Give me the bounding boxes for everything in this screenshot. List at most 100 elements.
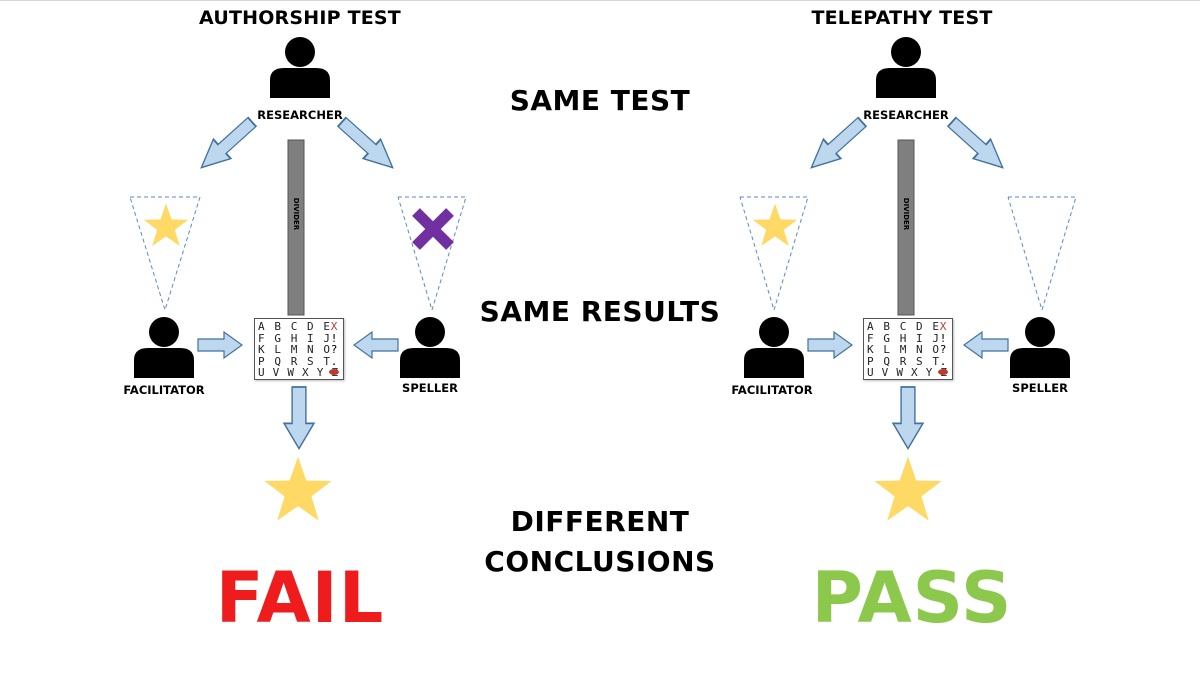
letter-cell: V xyxy=(881,366,889,379)
right-letter-board: ABCDEFGHIJKLMNOPQRSTUVWXYZ X!?. xyxy=(863,318,953,380)
letter-cell: X xyxy=(911,366,918,379)
letter-cell: K xyxy=(867,343,874,356)
left-speller-label: SPELLER xyxy=(402,381,458,395)
letter-cell: X xyxy=(302,366,309,379)
letter-cell: W xyxy=(287,366,294,379)
left-result-star-icon xyxy=(264,456,332,521)
right-divider-label: DIVIDER xyxy=(902,197,910,231)
letter-board-side: X!?. xyxy=(938,321,948,375)
letter-cell: L xyxy=(883,343,890,356)
letter-cell: G xyxy=(883,331,890,345)
right-facilitator-view-cone xyxy=(739,196,809,312)
right-divider xyxy=(897,139,915,316)
letter-cell: H xyxy=(899,331,907,345)
letter-cell: F xyxy=(867,331,874,345)
letter-cell: U xyxy=(258,366,265,379)
letter-cell: Q xyxy=(274,354,281,368)
letter-side-cell: X xyxy=(939,320,947,333)
right-verdict: PASS xyxy=(811,557,1013,639)
letter-side-cell: ! xyxy=(330,331,338,345)
different-conclusions-line2: CONCLUSIONS xyxy=(484,545,716,578)
left-arrow-board-to-result xyxy=(283,386,315,450)
letter-side-cell: ? xyxy=(939,343,947,356)
left-facilitator-label: FACILITATOR xyxy=(123,383,205,397)
letter-cell: M xyxy=(290,343,298,356)
letter-cell: D xyxy=(916,320,923,333)
letter-cell: U xyxy=(867,366,874,379)
letter-cell: B xyxy=(274,320,281,333)
letter-cell: C xyxy=(290,320,298,333)
letter-cell: R xyxy=(290,354,298,368)
letter-cell: A xyxy=(258,320,265,333)
letter-cell: J xyxy=(323,331,330,345)
letter-cell: C xyxy=(899,320,907,333)
letter-cell: Y xyxy=(925,366,933,379)
letter-cell: O xyxy=(932,343,939,356)
letter-cell: G xyxy=(274,331,281,345)
right-arrow-speller-to-board xyxy=(963,331,1009,359)
right-panel-title: TELEPATHY TEST xyxy=(811,7,993,29)
letter-cell: T xyxy=(932,354,939,368)
left-facilitator-star-icon xyxy=(143,203,189,246)
letter-cell: D xyxy=(307,320,314,333)
right-arrow-facilitator-to-board xyxy=(807,331,853,359)
letter-side-cell: . xyxy=(330,354,338,368)
right-arrow-to-facilitator xyxy=(801,111,872,179)
right-arrow-board-to-result xyxy=(892,386,924,450)
letter-side-cell: . xyxy=(939,354,947,368)
left-speller-view-cone xyxy=(397,196,467,312)
letter-cell: I xyxy=(916,331,923,345)
letter-cell: S xyxy=(916,354,923,368)
left-verdict: FAIL xyxy=(215,557,385,639)
space-key-icon xyxy=(329,369,339,375)
left-arrow-facilitator-to-board xyxy=(197,331,243,359)
left-arrow-to-facilitator xyxy=(191,111,262,179)
letter-cell: B xyxy=(883,320,890,333)
letter-cell: R xyxy=(899,354,907,368)
letter-cell: H xyxy=(290,331,298,345)
left-arrow-to-speller xyxy=(332,111,403,179)
left-speller-cross-icon xyxy=(412,208,454,250)
right-researcher-label: RESEARCHER xyxy=(863,108,949,122)
left-letter-board: ABCDEFGHIJKLMNOPQRSTUVWXYZ X!?. xyxy=(254,318,344,380)
top-border xyxy=(0,0,1200,1)
letter-cell: P xyxy=(867,354,874,368)
letter-cell: W xyxy=(896,366,903,379)
right-researcher-icon xyxy=(876,37,936,98)
letter-board-side: X!?. xyxy=(329,321,339,375)
letter-cell: J xyxy=(932,331,939,345)
left-arrow-speller-to-board xyxy=(353,331,399,359)
letter-cell: T xyxy=(323,354,330,368)
letter-side-cell: X xyxy=(330,320,338,333)
different-conclusions-line1: DIFFERENT xyxy=(510,505,690,538)
letter-cell: Y xyxy=(316,366,324,379)
right-speller-icon xyxy=(1010,317,1070,378)
right-speller-label: SPELLER xyxy=(1012,381,1068,395)
letter-cell: N xyxy=(307,343,314,356)
letter-cell: E xyxy=(323,320,330,333)
letter-cell: E xyxy=(932,320,939,333)
right-facilitator-star-icon xyxy=(752,203,798,246)
letter-cell: L xyxy=(274,343,281,356)
left-facilitator-icon xyxy=(134,317,194,378)
left-divider xyxy=(287,139,305,316)
letter-grid: ABCDEFGHIJKLMNOPQRSTUVWXYZ xyxy=(258,321,338,379)
letter-row: UVWXYZ xyxy=(867,367,947,379)
left-divider-label: DIVIDER xyxy=(292,197,300,231)
letter-cell: F xyxy=(258,331,265,345)
letter-grid: ABCDEFGHIJKLMNOPQRSTUVWXYZ xyxy=(867,321,947,379)
letter-cell: N xyxy=(916,343,923,356)
right-speller-view-cone xyxy=(1007,196,1077,312)
letter-cell: A xyxy=(867,320,874,333)
right-arrow-to-speller xyxy=(942,111,1013,179)
letter-cell: M xyxy=(899,343,907,356)
